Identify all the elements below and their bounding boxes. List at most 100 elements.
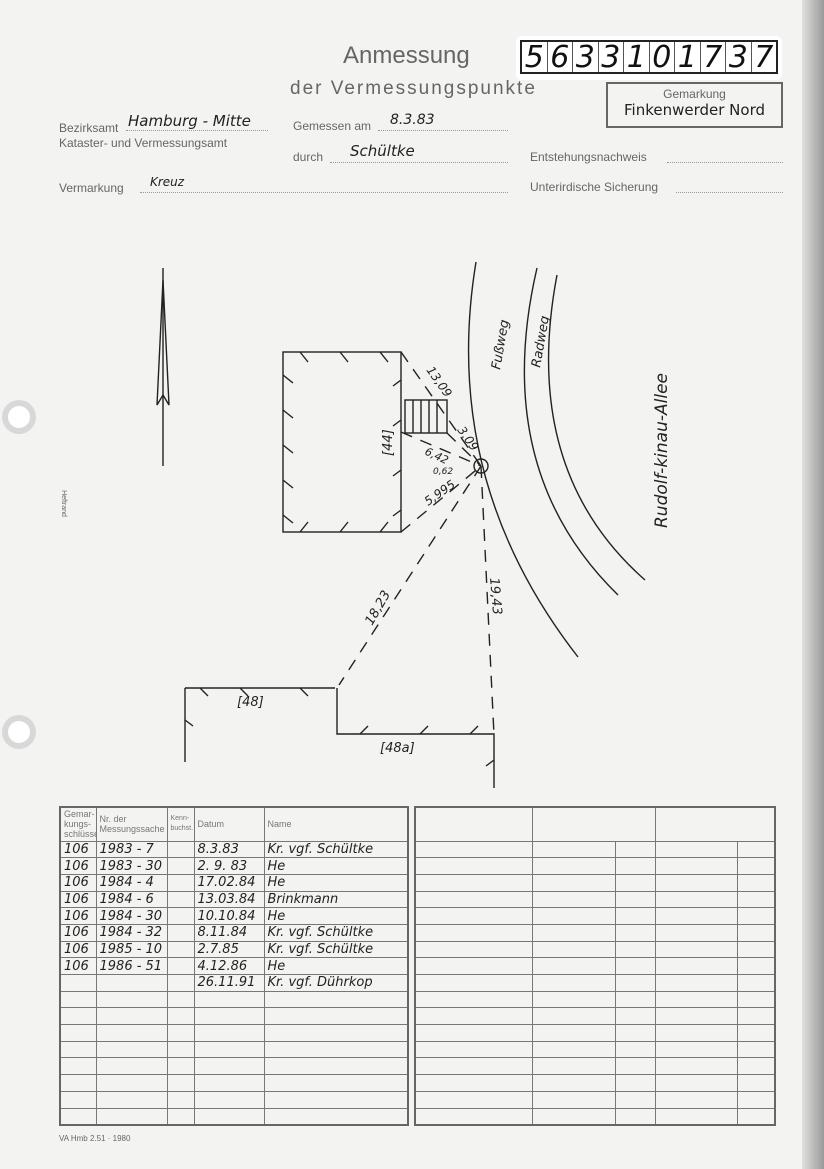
bezirksamt-label: Bezirksamt <box>59 121 119 135</box>
table-cell: 4.12.86 <box>193 957 265 975</box>
table-cell <box>531 1024 616 1042</box>
gemarkung-box: Gemarkung Finkenwerder Nord <box>606 82 783 128</box>
table-row <box>414 1057 776 1076</box>
table-cell <box>95 1040 168 1059</box>
table-cell <box>614 990 656 1009</box>
table-cell <box>531 873 616 892</box>
table-cell <box>166 940 195 959</box>
building-48a <box>336 688 495 788</box>
table-cell <box>414 1107 533 1126</box>
table-cell: 106 <box>59 907 97 925</box>
table-cell <box>736 1074 776 1092</box>
table-cell: 1986 - 51 <box>95 957 168 975</box>
table-cell <box>414 1074 533 1092</box>
table-cell: 1984 - 32 <box>95 923 168 942</box>
table-cell <box>263 1040 409 1059</box>
number-digit: 1 <box>675 42 701 74</box>
table-cell <box>193 1074 265 1092</box>
table-cell <box>736 1040 776 1059</box>
table-cell <box>531 1040 616 1059</box>
table-cell <box>736 1024 776 1042</box>
table-cell: Kr. vgf. Schültke <box>263 940 409 959</box>
table-cell <box>736 1007 776 1026</box>
table-cell <box>193 1057 265 1076</box>
table-cell <box>59 990 97 1009</box>
table-row <box>414 990 776 1009</box>
table-cell <box>531 890 616 909</box>
table-cell <box>263 1007 409 1026</box>
table-cell <box>59 1107 97 1126</box>
table-cell: Kr. vgf. Dührkop <box>263 974 409 992</box>
table-cell <box>736 857 776 875</box>
table-cell <box>531 1007 616 1026</box>
north-arrow-icon <box>156 268 170 466</box>
table-cell <box>654 1040 738 1059</box>
col-kenn: Kenn-buchst. <box>166 806 195 842</box>
table-cell <box>414 873 533 892</box>
table-cell <box>654 907 738 925</box>
col-datum: Datum <box>193 806 265 842</box>
table-cell <box>736 873 776 892</box>
table-cell <box>614 857 656 875</box>
table-cell <box>531 957 616 975</box>
table-cell: 2. 9. 83 <box>193 857 265 875</box>
building-48 <box>184 687 335 762</box>
table-cell <box>95 1024 168 1042</box>
table-row <box>414 974 776 992</box>
table-cell <box>193 1090 265 1109</box>
table-cell <box>414 1007 533 1026</box>
table-cell: 10.10.84 <box>193 907 265 925</box>
table-row <box>59 1074 409 1092</box>
table-cell: He <box>263 873 409 892</box>
table-cell <box>95 1090 168 1109</box>
table-cell <box>193 1040 265 1059</box>
gemarkung-value: Finkenwerder Nord <box>623 101 765 119</box>
table-cell: Kr. vgf. Schültke <box>263 840 409 859</box>
table-row <box>59 1007 409 1026</box>
gemessen-label: Gemessen am <box>293 119 372 133</box>
table-row <box>414 1024 776 1042</box>
table-row <box>414 1107 776 1126</box>
table-row <box>414 840 776 859</box>
measure-lines <box>338 351 495 736</box>
table-cell <box>736 1107 776 1126</box>
table-row <box>414 1074 776 1092</box>
table-cell <box>531 840 616 859</box>
form-subtitle: der Vermessungspunkte <box>290 78 537 99</box>
table-row <box>414 1090 776 1109</box>
table-cell <box>414 857 533 875</box>
table-cell <box>736 1057 776 1076</box>
number-digit: 5 <box>522 42 548 74</box>
table-cell <box>654 923 738 942</box>
table-cell <box>166 840 195 859</box>
table-cell <box>166 974 195 992</box>
table-cell <box>654 974 738 992</box>
table-cell <box>414 1040 533 1059</box>
table-cell: 1984 - 4 <box>95 873 168 892</box>
table-cell: 106 <box>59 957 97 975</box>
table-cell <box>263 1024 409 1042</box>
table-cell <box>414 923 533 942</box>
number-digit: 3 <box>599 42 624 74</box>
vermarkung-value: Kreuz <box>150 175 185 189</box>
table-cell <box>95 974 168 992</box>
table-cell <box>654 1090 738 1109</box>
table-cell <box>736 940 776 959</box>
table-cell <box>166 1074 195 1092</box>
table-cell <box>166 1107 195 1126</box>
number-digit: 3 <box>573 42 599 74</box>
table-row <box>414 957 776 975</box>
table-cell <box>531 1107 616 1126</box>
table-row <box>414 890 776 909</box>
table-row <box>414 907 776 925</box>
table-cell <box>654 873 738 892</box>
table-row <box>59 990 409 1009</box>
table-cell: 1984 - 30 <box>95 907 168 925</box>
table-cell <box>654 1057 738 1076</box>
table-cell: 13.03.84 <box>193 890 265 909</box>
number-digit: 1 <box>624 42 650 74</box>
table-cell: He <box>263 857 409 875</box>
